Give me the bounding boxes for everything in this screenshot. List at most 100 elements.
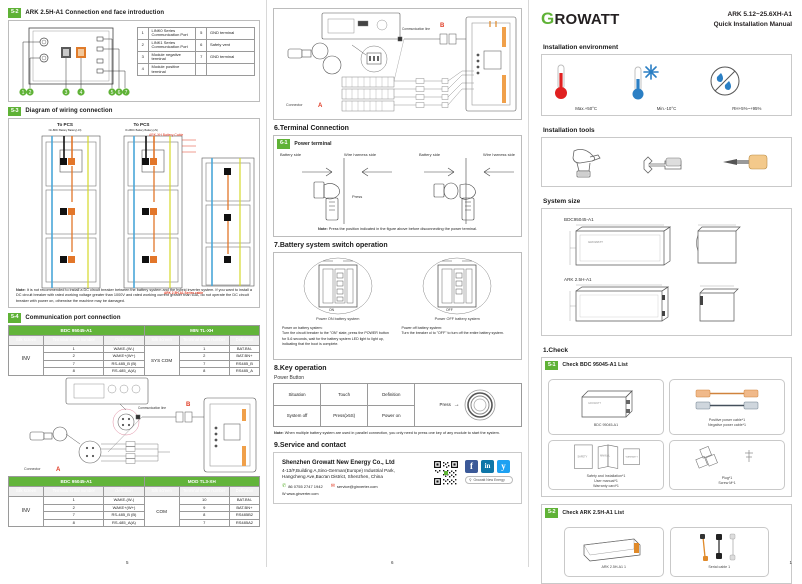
check-card-plug-screw: Plug*1 Screw M*1 (669, 440, 785, 490)
table-row: 7 RS-485_B (B) 7 RS485_B (9, 359, 261, 369)
connector-label-mid: Connector (286, 103, 303, 107)
drill-icon (572, 148, 601, 177)
tools-items (542, 138, 791, 186)
system-size-figures: BDC95045-A1 GROWATT (542, 209, 791, 335)
note-text: Press the position indicated in the figu… (328, 226, 477, 231)
badge-5-4: 5-4 (8, 313, 22, 323)
key-operation-table: Situation Touch Definition Press → (272, 383, 522, 427)
power-off-title: Power off battery system: (401, 326, 442, 330)
legend-rows: 1 LINK0 Series Communication Port 5 GND … (137, 26, 255, 77)
svg-text:SAFETY: SAFETY (577, 455, 587, 459)
facebook-icon[interactable]: f (465, 459, 478, 473)
linkedin-icon[interactable]: in (481, 459, 494, 473)
silk-screen-right: SYS COM (143, 344, 180, 376)
legend-desc: GND terminal (206, 26, 255, 40)
col-header: Situation (272, 383, 322, 406)
email-address[interactable]: service@ginverter.com (336, 483, 378, 489)
label-battery-side-2: Battery side (418, 151, 441, 157)
svg-text:GROWATT: GROWATT (588, 401, 601, 405)
definition: RS-485_B (B) (103, 359, 145, 369)
legend-num: 6 (195, 38, 207, 52)
address-line-1: 4-13/F,Building A,Sino-German(Europe) In… (282, 467, 395, 473)
power-off-text: Turn the breaker ol to "OFF" to turn off… (401, 331, 504, 336)
definition: BAT.BN- (228, 496, 261, 505)
press-label: Press (439, 402, 451, 408)
col-header: Silk screen (7, 486, 45, 498)
section-5-4-title: Communication port connection (25, 314, 121, 321)
power-button-icon[interactable] (463, 388, 497, 422)
model-number: ARK 5.12~25.6XH-A1 (727, 11, 793, 18)
terminal-number: 9 (178, 503, 230, 513)
check-bdc-cards: GROWATT BDC 95045-A1 Posi (542, 373, 791, 496)
check-caption-docs: Safety and Installation*1 User manual*1 … (586, 474, 626, 489)
table-row: 2 LINK1 Series Communication Port 6 Safe… (137, 38, 255, 52)
model-info: ARK 5.12~25.6XH-A1 Quick Installation Ma… (714, 10, 792, 30)
caption-power-off: Power OFF battery system (434, 317, 480, 321)
check-bdc-panel: 5-1 Check BDC 95045-A1 List GROWATT BDC … (541, 356, 792, 497)
legend-desc: Module negative terminal (147, 50, 197, 65)
check-card-serial-cable: Serial cable 1 (669, 526, 769, 577)
bdc-unit-icon: GROWATT (581, 389, 633, 417)
definition: WAKE+(W+) (103, 352, 145, 361)
mail-icon: ✉ (330, 483, 335, 490)
website-url[interactable]: W www.ginverter.com (282, 492, 319, 497)
note-label: Note: (274, 431, 284, 435)
check-card-ark-unit: ARK 2.5H-A1 1 (564, 526, 664, 577)
section-6-note: Note: Press the position indicated in th… (274, 224, 521, 236)
svg-text:MANUAL: MANUAL (600, 455, 611, 458)
table-row: 1 LINK0 Series Communication Port 5 GND … (137, 26, 255, 40)
col-header: Silk screen (143, 486, 180, 498)
phone-icon: ✆ (282, 483, 287, 490)
section-5-3-header: 5-3 Diagram of wiring connection (8, 106, 260, 116)
growatt-logo: GROWATT (541, 10, 620, 27)
connector-label-left: Connector (24, 466, 41, 471)
svg-text:6: 6 (118, 89, 121, 95)
definition: RS-485_B (B) (103, 511, 145, 520)
legend-desc: Safety vent (206, 38, 255, 52)
table-row: INV 1 WAKE-(W-) COM 10 BAT.BN- (7, 496, 261, 528)
terminal-press-diagram: Press (302, 157, 514, 224)
ark-unit-icon (583, 538, 641, 562)
legend-desc: Module positive terminal (147, 63, 197, 77)
definition: RS485_B (228, 359, 261, 369)
installation-tools-panel (541, 136, 792, 187)
caption-power-on: Power ON battery system (316, 317, 360, 321)
switch-off-figure: OFF Power OFF battery system (418, 257, 496, 321)
twitter-icon[interactable]: y (497, 459, 510, 473)
check-card-bdc-unit: GROWATT BDC 95045-A1 (548, 379, 664, 435)
table-group-header-row: BDC 95045-A1 MIN TL-XH (8, 324, 261, 336)
comm-line-label-mid: Communication line (402, 27, 430, 31)
env-item-humidity: RH+5%~+95% (707, 61, 787, 111)
end-face-legend-table: 1 LINK0 Series Communication Port 5 GND … (137, 25, 255, 97)
environment-items: Max.+50°C Min.-10°C (542, 55, 791, 115)
note-label: Note: (16, 287, 26, 292)
company-name: Shenzhen Growatt New Energy Co., Ltd (282, 459, 395, 466)
company-address: 4-13/F,Building A,Sino-German(Europe) In… (282, 468, 427, 482)
size-label-bdc: BDC95045-A1 (564, 216, 594, 222)
env-item-min-temp: Min.-10°C (627, 61, 707, 111)
definition: WAKE+(W+) (103, 503, 145, 513)
label-harness-side-2: Wire harness side (482, 151, 515, 157)
section-9-title: 9.Service and contact (274, 441, 346, 449)
wrench-icon (644, 155, 682, 174)
social-search-bar[interactable]: ⚲ Growatt New Energy (465, 475, 513, 484)
brand-header: GROWATT ARK 5.12~25.6XH-A1 Quick Install… (541, 10, 792, 30)
definition: RS-485_A(A) (103, 367, 145, 376)
connector-panel-mid: Connector A Communication line B (273, 8, 522, 120)
contact-line: ✆ 86 0755 2747 1942 ✉ service@ginverter.… (282, 483, 427, 489)
qr-code (433, 459, 459, 486)
badge-check-5-1: 5-1 (545, 360, 559, 370)
comm-mark-b: B (186, 401, 191, 408)
search-placeholder-text: Growatt New Energy (473, 477, 505, 482)
env-caption-max-temp: Max.+50°C (575, 105, 598, 111)
table-row: 2 WAKE+(W+) 2 BAT.BN+ (9, 352, 261, 361)
svg-text:7: 7 (125, 89, 128, 95)
terminal-number: 1 (178, 344, 230, 354)
table-row: 8 RS-485_A(A) 8 RS485_A (9, 367, 261, 376)
check-caption-serial: Serial cable 1 (708, 565, 731, 570)
end-face-diagram: 1 2 3 4 5 6 7 (13, 25, 133, 97)
manual-type: Quick Installation Manual (713, 20, 792, 28)
check-caption-cables: Positive power cable*1 Negative power ca… (708, 418, 746, 427)
to-pcs-label-2: To PCS (133, 122, 150, 127)
legend-desc: GND terminal (206, 50, 255, 65)
